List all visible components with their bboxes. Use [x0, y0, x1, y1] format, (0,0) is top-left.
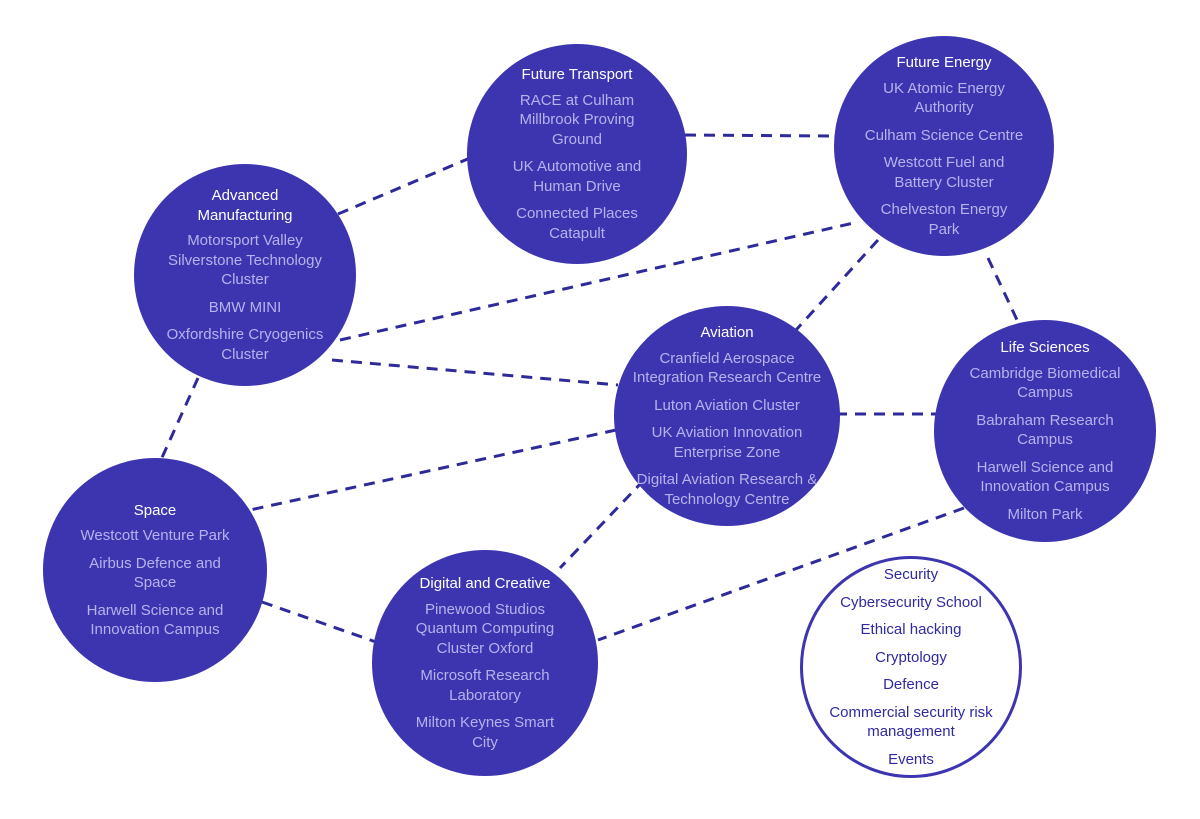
- node-item: Connected Places Catapult: [516, 205, 638, 242]
- node-title: Future Energy: [896, 54, 992, 71]
- link-aviation-digital: [558, 478, 646, 570]
- node-item: Microsoft Research Laboratory: [420, 667, 550, 704]
- node-aviation: Aviation Cranfield Aerospace Integration…: [614, 306, 840, 526]
- node-item: Harwell Science and Innovation Campus: [976, 458, 1114, 496]
- node-title: Digital and Creative: [419, 575, 551, 592]
- node-item: Milton Park: [1007, 505, 1083, 523]
- node-item: Motorsport Valley Silverstone Technology…: [168, 232, 322, 288]
- link-manufacturing-transport: [337, 156, 471, 216]
- link-aviation-space: [249, 428, 617, 512]
- node-title: Security: [883, 566, 939, 583]
- node-item: Harwell Science and Innovation Campus: [86, 601, 224, 639]
- node-item: Ethical hacking: [860, 621, 962, 638]
- node-item: Defence: [883, 676, 939, 693]
- node-item: Westcott Fuel and Battery Cluster: [883, 154, 1005, 191]
- link-energy-aviation: [794, 238, 880, 332]
- node-future-transport: Future Transport RACE at Culham Millbroo…: [467, 44, 687, 264]
- node-item: UK Atomic Energy Authority: [883, 79, 1005, 117]
- link-space-digital: [261, 600, 377, 644]
- node-title: Future Transport: [521, 66, 633, 83]
- node-item: Luton Aviation Cluster: [654, 396, 800, 414]
- link-lifesciences-digital: [597, 506, 965, 642]
- node-digital-creative: Digital and Creative Pinewood Studios Qu…: [372, 550, 598, 776]
- node-item: Commercial security risk management: [829, 703, 993, 741]
- node-item: Chelveston Energy Park: [880, 201, 1008, 238]
- node-item: UK Aviation Innovation Enterprise Zone: [651, 424, 803, 461]
- node-space: Space Westcott Venture Park Airbus Defen…: [43, 458, 267, 682]
- node-item: Pinewood Studios Quantum Computing Clust…: [415, 600, 555, 657]
- link-manufacturing-energy: [339, 220, 859, 342]
- node-title: Advanced Manufacturing: [197, 187, 293, 224]
- node-item: Westcott Venture Park: [80, 527, 230, 544]
- node-item: Culham Science Centre: [864, 126, 1024, 144]
- link-manufacturing-aviation: [331, 358, 619, 387]
- node-life-sciences: Life Sciences Cambridge Biomedical Campu…: [934, 320, 1156, 542]
- node-item: Oxfordshire Cryogenics Cluster: [166, 326, 324, 363]
- node-item: Events: [888, 750, 934, 768]
- node-security: Security Cybersecurity School Ethical ha…: [800, 556, 1022, 778]
- node-title: Space: [133, 501, 177, 519]
- node-item: Digital Aviation Research & Technology C…: [636, 471, 818, 508]
- node-item: Cranfield Aerospace Integration Research…: [632, 349, 822, 387]
- node-item: Milton Keynes Smart City: [415, 714, 555, 751]
- node-advanced-manufacturing: Advanced Manufacturing Motorsport Valley…: [134, 164, 356, 386]
- node-future-energy: Future Energy UK Atomic Energy Authority…: [834, 36, 1054, 256]
- node-item: Cryptology: [875, 648, 947, 666]
- link-manufacturing-space: [158, 377, 200, 463]
- node-item: Airbus Defence and Space: [89, 554, 221, 592]
- link-energy-lifesciences: [986, 257, 1020, 323]
- link-transport-energy: [684, 133, 839, 138]
- node-item: UK Automotive and Human Drive: [512, 158, 642, 195]
- node-item: BMW MINI: [208, 298, 282, 316]
- node-item: Cambridge Biomedical Campus: [969, 364, 1121, 402]
- node-title: Life Sciences: [1000, 339, 1090, 356]
- node-title: Aviation: [700, 324, 754, 341]
- node-item: RACE at Culham Millbrook Proving Ground: [519, 91, 635, 148]
- node-item: Babraham Research Campus: [976, 411, 1114, 449]
- node-item: Cybersecurity School: [840, 593, 982, 611]
